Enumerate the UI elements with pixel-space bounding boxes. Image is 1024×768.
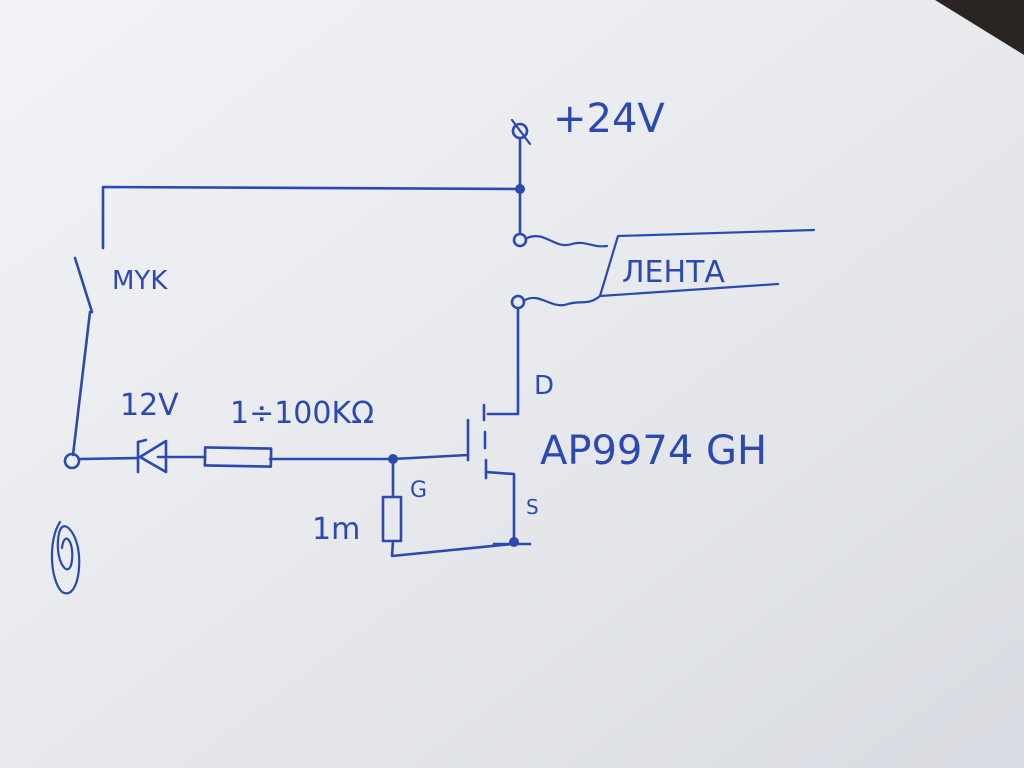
ground-dot (509, 537, 519, 547)
transistor-label: AP9974 GH (540, 428, 767, 474)
gate-label: G (410, 478, 427, 503)
switch-lever (73, 256, 94, 314)
source-wire (484, 470, 516, 542)
tape-label: ЛЕНТА (622, 255, 725, 290)
supply-label: +24V (553, 96, 665, 142)
tape-terminal-bottom (510, 294, 526, 310)
channel-segments (482, 403, 488, 480)
tape-lead-top (525, 235, 609, 248)
series-resistor (203, 446, 273, 468)
tape-terminal-top (512, 232, 528, 248)
pulldown-wire-bottom (390, 539, 514, 558)
tape-lead-bottom (523, 294, 602, 307)
input-wire (78, 456, 140, 461)
ink-strokes (50, 118, 816, 595)
zener-triangle (138, 439, 168, 474)
left-wire (71, 310, 92, 457)
source-label: S (526, 495, 539, 519)
drain-wire (486, 308, 520, 416)
gate-wire (268, 453, 470, 461)
switch-label: MYK (112, 266, 168, 296)
drain-label: D (534, 371, 554, 401)
pulldown-resistor (381, 495, 403, 543)
ink-scribble (50, 520, 81, 595)
pulldown-resistor-label: 1m (312, 512, 360, 547)
input-terminal (63, 452, 81, 470)
supply-terminal-cross (510, 118, 532, 146)
top-wire (101, 185, 522, 250)
zener-label: 12V (120, 388, 179, 423)
tape-strip (598, 228, 816, 298)
series-resistor-label: 1÷100KΩ (230, 396, 374, 431)
